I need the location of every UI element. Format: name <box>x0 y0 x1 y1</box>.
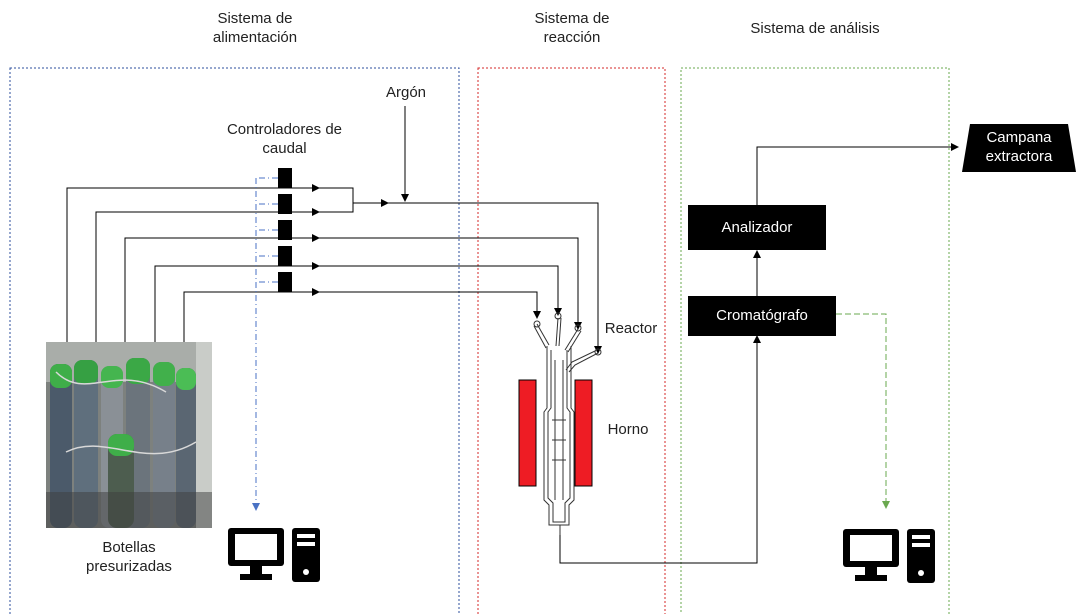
analysis-signal-line <box>836 314 886 508</box>
desktop-computer-icon <box>841 527 937 585</box>
gas-bottles-photo <box>46 342 212 528</box>
desktop-computer-icon <box>226 526 322 584</box>
argon-label: Argón <box>378 83 434 102</box>
oven-right <box>575 380 592 486</box>
oven-left <box>519 380 536 486</box>
flow-controllers <box>278 168 292 292</box>
flow-controllers-label: Controladores de caudal <box>212 120 357 158</box>
reaction-system-title: Sistema de reacción <box>522 9 622 47</box>
flow-controller <box>278 220 292 240</box>
chromatograph-box: Cromatógrafo <box>688 296 836 336</box>
bottles-label: Botellas presurizadas <box>70 538 188 576</box>
flow-controller <box>278 246 292 266</box>
reactor-label: Reactor <box>598 319 664 338</box>
flow-controller <box>278 194 292 214</box>
feed-signal-lines <box>256 178 278 510</box>
flow-controller <box>278 168 292 188</box>
extraction-hood-label: Campana extractora <box>962 128 1076 166</box>
analyzer-box: Analizador <box>688 205 826 250</box>
flow-controller <box>278 272 292 292</box>
reaction-system-box <box>478 68 665 614</box>
analysis-system-title: Sistema de análisis <box>735 19 895 38</box>
feed-system-title: Sistema de alimentación <box>200 9 310 47</box>
oven-label: Horno <box>600 420 656 439</box>
